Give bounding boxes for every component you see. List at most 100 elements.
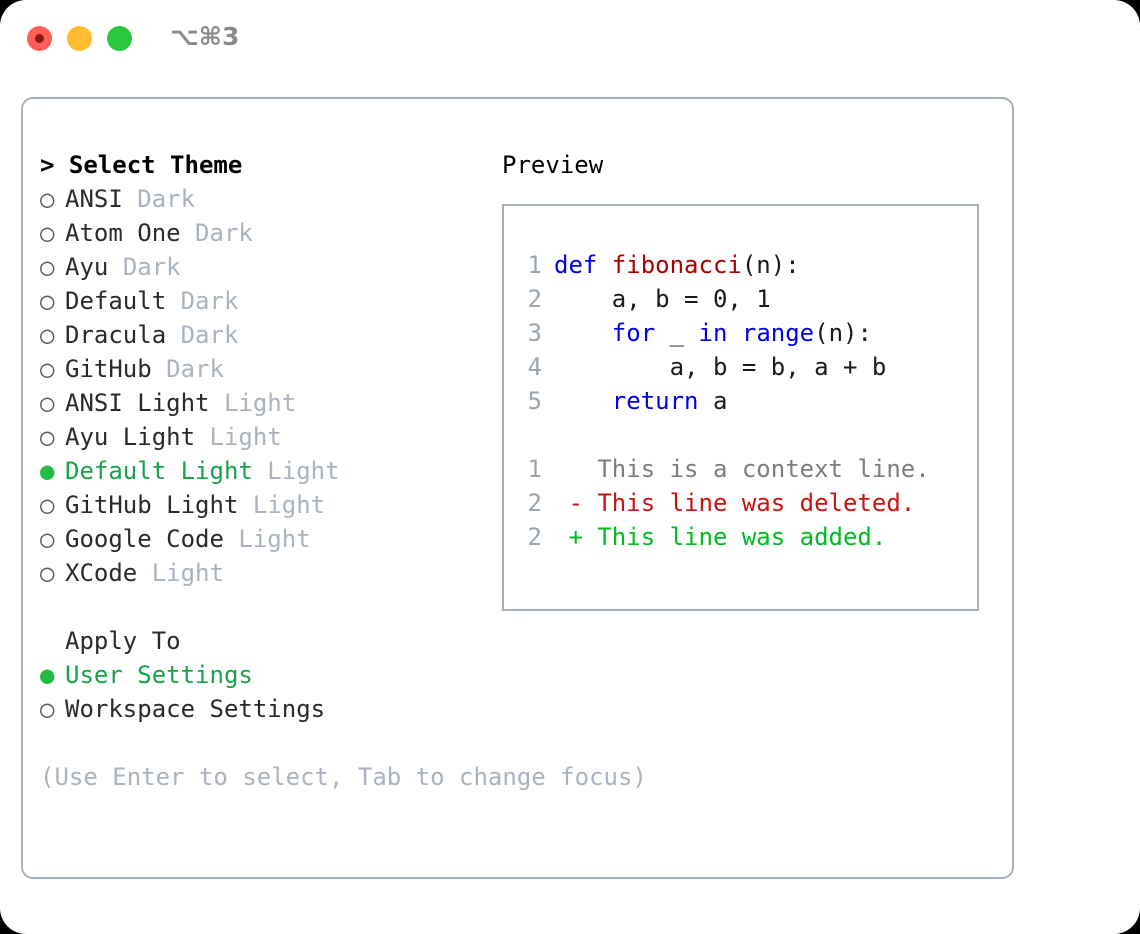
code-token [554,319,612,347]
code-token: a, b = 0, 1 [554,285,771,313]
diff-sample-block: 1 This is a context line.2 - This line w… [514,452,971,554]
code-token: (n): [814,319,872,347]
select-theme-header: > Select Theme [40,151,243,179]
theme-kind-label: Light [252,491,326,519]
code-line-text: - This line was deleted. [554,486,915,520]
code-line-number: 1 [527,251,542,279]
theme-kind-label: Light [151,559,224,587]
theme-list[interactable]: ○ANSI Dark○Atom One Dark○Ayu Dark○Defaul… [40,182,510,590]
code-token: (n): [741,251,800,279]
keyboard-hint-text: (Use Enter to select, Tab to change focu… [40,763,647,791]
radio-unselected-icon[interactable]: ○ [40,287,55,315]
code-token [727,319,741,347]
radio-unselected-icon[interactable]: ○ [40,525,55,553]
radio-unselected-icon[interactable]: ○ [40,321,55,349]
theme-list-item[interactable]: ○GitHub Dark [40,352,510,386]
code-token: return [611,387,699,415]
code-line-text: def fibonacci(n): [554,248,800,282]
code-line: 1 def fibonacci(n): [514,248,971,282]
code-line-text: a, b = 0, 1 [554,282,771,316]
theme-list-item[interactable]: ○Ayu Dark [40,250,510,284]
theme-list-item[interactable]: ○ Google Code Light [40,522,510,556]
code-token: - This line was deleted. [554,489,916,517]
main-panel: > Select Theme ○ANSI Dark○Atom One Dark○… [21,97,1014,879]
code-line-text: a, b = b, a + b [554,350,887,384]
code-line-number: 2 [527,523,542,551]
theme-label-gap [210,386,224,420]
radio-unselected-icon[interactable]: ○ [40,423,55,451]
radio-unselected-icon[interactable]: ○ [40,559,55,587]
code-line-text: for _ in range(n): [554,316,872,350]
minimize-button-icon[interactable] [67,26,92,51]
maximize-button-icon[interactable] [107,26,132,51]
theme-list-item[interactable]: ○ Atom One Dark [40,216,510,250]
apply-to-option-label: Workspace Settings [65,695,326,723]
theme-label-gap [224,522,238,556]
radio-unselected-icon[interactable]: ○ [40,389,55,417]
apply-to-option-label: User Settings [65,661,253,689]
code-token: fibonacci [611,251,742,279]
theme-list-item[interactable]: ○ Default Dark [40,284,510,318]
theme-name-label: ANSI Light [65,389,210,417]
preview-header: Preview [502,151,604,179]
code-token: + This line was added. [554,523,887,551]
theme-list-item[interactable]: ○Ayu Light Light [40,420,510,454]
radio-unselected-icon[interactable]: ○ [40,253,55,281]
theme-kind-label: Dark [180,287,239,315]
code-token: a [698,387,728,415]
theme-list-item[interactable]: ○ANSI Dark [40,182,510,216]
theme-name-label: Default [65,287,167,315]
radio-unselected-icon[interactable]: ○ [40,185,55,213]
code-line: 2 - This line was deleted. [514,486,971,520]
theme-list-item[interactable]: ○ ANSI Light Light [40,386,510,420]
code-line-text: + This line was added. [554,520,886,554]
radio-selected-icon[interactable]: ● [40,457,55,485]
code-token: range [741,319,815,347]
theme-name-label: Ayu Light [65,423,196,451]
code-token [554,387,612,415]
theme-label-gap [166,284,180,318]
code-token: in [698,319,728,347]
theme-name-label: Default Light [65,457,253,485]
apply-to-header: Apply To [65,627,181,655]
theme-picker-column: > Select Theme ○ANSI Dark○Atom One Dark○… [40,148,647,794]
theme-kind-label: Dark [195,219,253,247]
theme-name-label: Atom One [65,219,181,247]
window-titlebar: ⌥⌘3 [0,0,1140,78]
theme-list-item[interactable]: ○ GitHub Light Light [40,488,510,522]
code-line: 2 a, b = 0, 1 [514,282,971,316]
theme-name-label: Google Code [65,525,224,553]
code-token: _ [655,319,699,347]
theme-kind-label: Dark [137,185,196,213]
theme-label-gap [123,182,137,216]
theme-name-label: GitHub Light [65,491,239,519]
radio-unselected-icon[interactable]: ○ [40,219,55,247]
radio-selected-icon[interactable]: ● [40,661,55,689]
radio-unselected-icon[interactable]: ○ [40,695,55,723]
apply-to-option[interactable]: ● User Settings [40,658,510,692]
theme-label-gap [137,556,151,590]
traffic-light-group [27,26,132,51]
theme-kind-label: Light [223,389,297,417]
theme-kind-label: Light [238,525,311,553]
theme-kind-label: Dark [122,253,181,281]
radio-unselected-icon[interactable]: ○ [40,491,55,519]
code-line: 4 a, b = b, a + b [514,350,971,384]
radio-unselected-icon[interactable]: ○ [40,355,55,383]
theme-label-gap [195,420,209,454]
code-line: 1 This is a context line. [514,452,971,486]
theme-name-label: GitHub [65,355,152,383]
code-token: a, b = b, a + b [554,353,887,381]
theme-kind-label: Light [267,457,340,485]
theme-list-item[interactable]: ○XCode Light [40,556,510,590]
close-button-icon[interactable] [27,26,52,51]
apply-to-option[interactable]: ○ Workspace Settings [40,692,510,726]
theme-list-item[interactable]: ● Default Light Light [40,454,510,488]
apply-to-list[interactable]: ● User Settings ○ Workspace Settings [40,658,510,726]
theme-list-item[interactable]: ○Dracula Dark [40,318,510,352]
